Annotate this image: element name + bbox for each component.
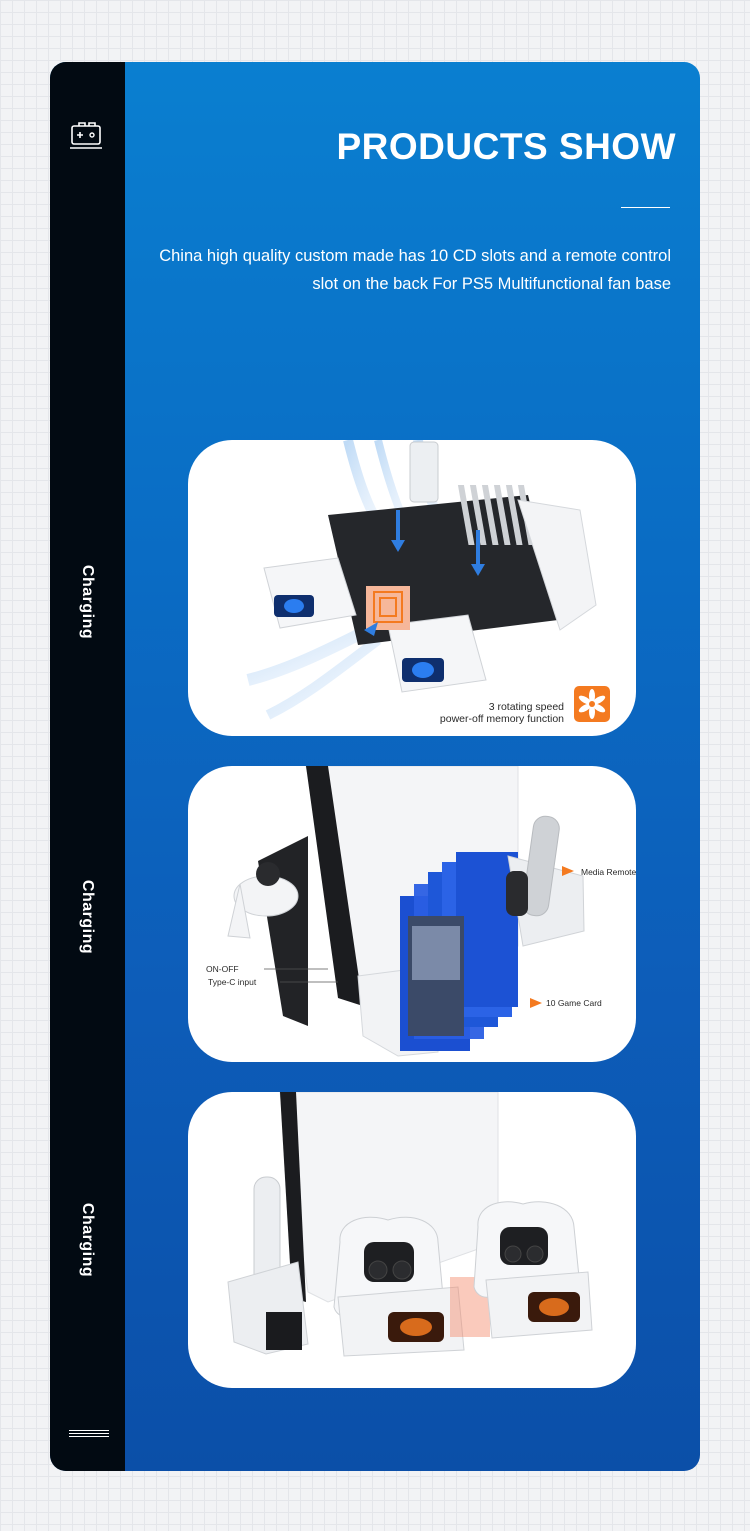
speed-label-line-1: 3 rotating speed [489,701,564,713]
page-description: China high quality custom made has 10 CD… [159,247,671,293]
on-off-label: ON-OFF [206,964,239,974]
sidebar-label-charging-1: Charging [79,564,96,640]
sidebar: Charging Charging Charging [50,62,125,1471]
media-remote-label: Media Remote [581,867,636,877]
product-image-controller-charging [188,1092,636,1388]
product-image-game-card-stand: ON-OFF Type-C input Media Remote 10 Game… [188,766,636,1062]
title-divider [621,207,670,208]
product-card: Charging Charging Charging PRODUCTS SHOW… [50,62,700,1471]
game-card-stand-illustration: ON-OFF Type-C input Media Remote 10 Game… [206,766,636,1057]
sidebar-label-charging-2: Charging [79,879,96,955]
page-title: PRODUCTS SHOW [336,126,676,167]
sidebar-label-charging-3: Charging [79,1202,96,1278]
charging-station-icon [70,122,102,149]
type-c-input-label: Type-C input [208,977,257,987]
fan-base-illustration: 3 rotating speed power-off memory functi… [246,440,610,725]
speed-label-line-2: power-off memory function [440,713,564,725]
controller-charging-illustration [227,1092,593,1357]
menu-icon[interactable] [69,1430,109,1440]
fan-icon [578,689,606,719]
product-image-fan-base: 3 rotating speed power-off memory functi… [188,440,636,736]
game-card-label: 10 Game Card [546,998,602,1008]
